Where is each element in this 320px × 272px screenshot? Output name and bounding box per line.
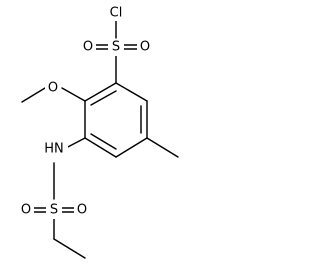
bond-ethyl-carbon-to-terminal-methyl <box>53 238 86 259</box>
upper-right-oxygen-label: O <box>140 40 150 55</box>
upper-left-oxygen-label-background <box>80 39 96 56</box>
amine-label: HN <box>44 142 64 157</box>
bond-layer <box>21 20 179 259</box>
lower-right-oxygen-label-background <box>74 202 90 219</box>
lower-sulfur-label: S <box>50 203 58 218</box>
bond-ring-to-methyl <box>146 137 179 158</box>
upper-left-oxygen-label: O <box>83 40 93 55</box>
bond-methoxy-oxygen-to-methyl <box>21 87 46 103</box>
chlorine-label-background <box>104 4 128 21</box>
ring-bond-c3-c4 <box>115 137 148 158</box>
methoxy-oxygen-label-background <box>45 80 61 97</box>
lower-left-oxygen-label: O <box>21 203 31 218</box>
amine-label-background <box>40 141 68 158</box>
methoxy-oxygen-label: O <box>48 81 58 96</box>
molecule-drawing: Cl S O O O HN S O O <box>18 4 179 259</box>
chlorine-label: Cl <box>110 6 123 21</box>
bond-ring-to-methoxy-oxygen <box>61 87 86 102</box>
upper-sulfur-label-background <box>108 39 124 56</box>
ring-bond-c6-c1-outer <box>84 82 117 102</box>
lower-right-oxygen-label: O <box>77 203 87 218</box>
ring-bond-c6-c1-inner <box>90 90 117 106</box>
ring-bond-c4-c5-outer <box>84 137 117 158</box>
upper-right-oxygen-label-background <box>137 39 153 56</box>
atom-label-layer: Cl S O O O HN S O O <box>18 4 153 219</box>
upper-sulfur-label: S <box>112 40 120 55</box>
ring-bond-c4-c5-inner <box>90 133 117 150</box>
chemical-structure-diagram: Cl S O O O HN S O O <box>18 4 179 259</box>
ring-bond-c1-c2 <box>115 82 148 102</box>
lower-left-oxygen-label-background <box>18 202 34 219</box>
lower-sulfur-label-background <box>46 202 62 219</box>
